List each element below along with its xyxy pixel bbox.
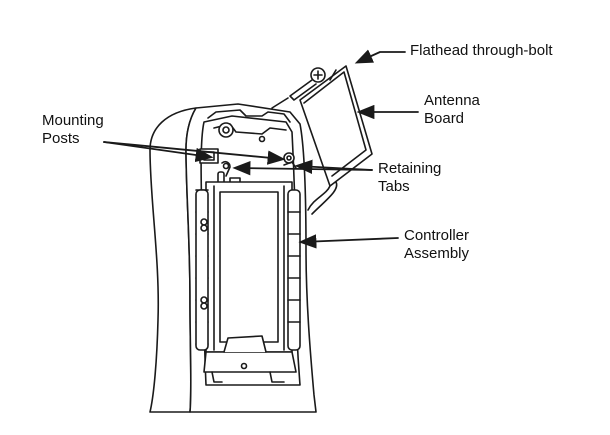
antenna-board bbox=[299, 65, 373, 215]
label-controller-line1: Controller bbox=[404, 227, 470, 244]
label-mounting-line1: Mounting bbox=[42, 112, 104, 129]
leader-retaining-tabs-right bbox=[294, 159, 373, 174]
leader-controller-assembly bbox=[298, 234, 399, 249]
label-flathead-bolt: Flathead through-bolt bbox=[410, 42, 553, 59]
flathead-through-bolt bbox=[271, 67, 326, 109]
top-rim bbox=[207, 109, 291, 123]
label-antenna-line1: Antenna bbox=[424, 92, 480, 109]
base-detail bbox=[203, 351, 297, 373]
bolt-receiver bbox=[218, 122, 234, 138]
label-retaining-line2: Tabs bbox=[378, 178, 410, 195]
label-mounting-line2: Posts bbox=[42, 130, 80, 147]
label-retaining-line1: Retaining bbox=[378, 160, 442, 177]
battery-stack-left bbox=[195, 189, 209, 351]
battery-stack-right bbox=[287, 189, 301, 351]
leader-mounting-posts-right bbox=[103, 141, 286, 165]
leader-flathead-bolt bbox=[354, 49, 406, 64]
label-controller-line2: Assembly bbox=[404, 245, 470, 262]
label-antenna-line2: Board bbox=[424, 110, 465, 127]
